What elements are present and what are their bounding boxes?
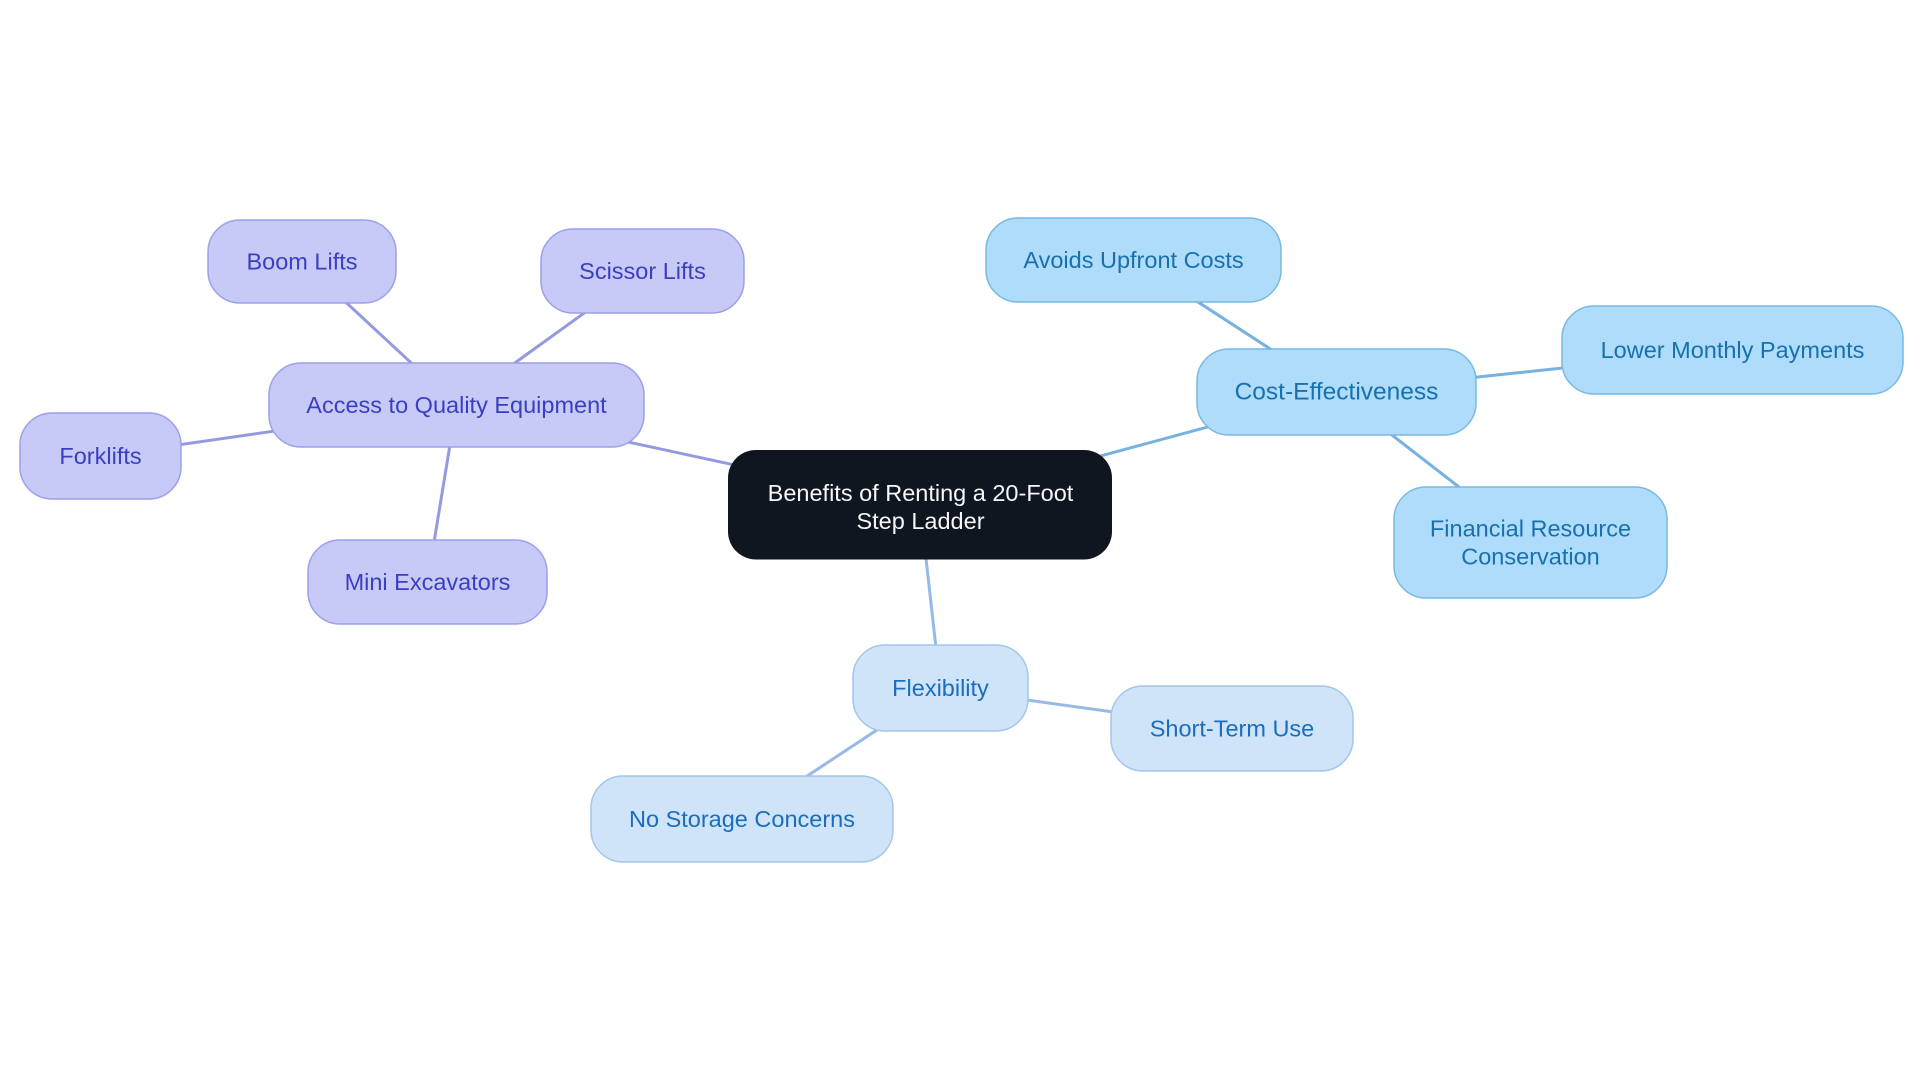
svg-text:Step Ladder: Step Ladder (856, 508, 984, 534)
svg-text:Lower Monthly Payments: Lower Monthly Payments (1601, 337, 1865, 363)
svg-text:No Storage Concerns: No Storage Concerns (629, 806, 855, 832)
svg-text:Flexibility: Flexibility (892, 675, 989, 701)
svg-text:Avoids Upfront Costs: Avoids Upfront Costs (1023, 247, 1243, 273)
svg-text:Forklifts: Forklifts (59, 443, 141, 469)
svg-text:Access to Quality Equipment: Access to Quality Equipment (306, 392, 607, 418)
svg-text:Cost-Effectiveness: Cost-Effectiveness (1235, 379, 1439, 406)
svg-text:Benefits of Renting a 20-Foot: Benefits of Renting a 20-Foot (768, 480, 1074, 506)
svg-text:Boom Lifts: Boom Lifts (246, 249, 357, 275)
svg-text:Scissor Lifts: Scissor Lifts (579, 258, 706, 284)
svg-text:Conservation: Conservation (1461, 544, 1599, 570)
svg-text:Short-Term Use: Short-Term Use (1150, 716, 1315, 742)
svg-text:Mini Excavators: Mini Excavators (345, 569, 511, 595)
svg-text:Financial Resource: Financial Resource (1430, 516, 1631, 542)
